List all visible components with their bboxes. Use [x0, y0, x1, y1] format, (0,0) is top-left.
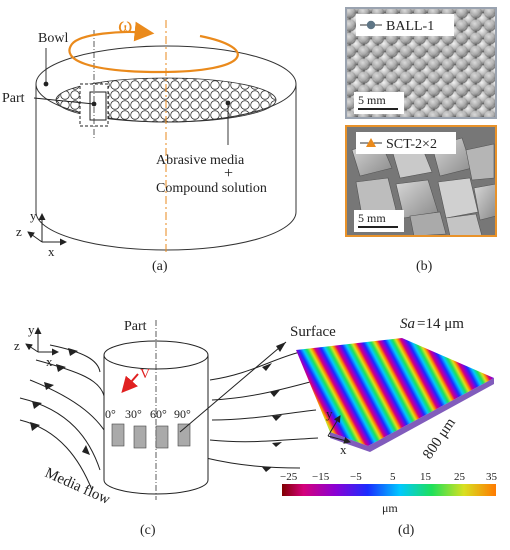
panel-a-bowl-diagram: ω Bowl Part Abrasive media + Compound so… — [2, 12, 297, 274]
angle-label-0: 0° — [105, 407, 116, 421]
sa-label: Sa — [400, 316, 415, 332]
colorbar-tick: 5 — [390, 471, 396, 483]
axis-x-label-c: x — [46, 354, 53, 369]
axes-a: y z x — [16, 208, 67, 259]
compound-label: Compound solution — [156, 181, 267, 196]
ball-legend-box — [356, 14, 454, 36]
colorbar-tick: −25 — [280, 471, 298, 483]
surface-leader — [179, 341, 287, 433]
bowl-label: Bowl — [38, 31, 68, 46]
colorbar-tick: 25 — [454, 471, 466, 483]
axis-y-label-c: y — [28, 322, 35, 337]
surface-label: Surface — [290, 324, 336, 340]
panel-b-media-photos: BALL-1 5 mm SCT-2×2 — [345, 7, 497, 274]
rotation-arrow — [68, 21, 239, 74]
part-shape — [89, 91, 107, 121]
caption-b: (b) — [416, 259, 433, 274]
plus-label: + — [224, 165, 233, 182]
colorbar-tick: 15 — [420, 471, 432, 483]
axes-c: y z x — [14, 322, 59, 369]
angle-label-60: 60° — [150, 407, 167, 421]
ball-photo-frame — [345, 7, 497, 119]
ball-legend-label: BALL-1 — [386, 19, 434, 34]
flow-arrowheads — [30, 348, 282, 472]
sct-legend-label: SCT-2×2 — [386, 137, 437, 152]
colorbar-tick: −15 — [312, 471, 330, 483]
bowl-leader-dot — [43, 81, 49, 87]
velocity-label: V — [140, 367, 150, 382]
sct-photo-frame — [345, 125, 497, 237]
axis-y-label-a: y — [30, 208, 37, 223]
colorbar-ticks: −25 −15 −5 5 15 25 35 — [280, 471, 498, 483]
colorbar-tick: 35 — [486, 471, 498, 483]
part-label: Part — [2, 91, 25, 106]
dimension-label: 800 μm — [420, 415, 459, 462]
panel-c-flow-diagram: 0° 30° 60° 90° V Part Media flow y z x (… — [14, 319, 319, 538]
ball-scale-label: 5 mm — [358, 93, 386, 107]
axis-y-label-d: y — [326, 406, 333, 421]
sample-patches — [111, 423, 191, 449]
axis-z-label-a: z — [16, 224, 22, 239]
ball-legend-marker — [366, 20, 376, 30]
colorbar-tick: −5 — [350, 471, 362, 483]
part-label-c: Part — [124, 319, 147, 334]
axis-x-label-a: x — [48, 244, 55, 259]
panel-d-surface-map: Surface Sa =14 μm y x 800 μm −25 −15 −5 … — [280, 316, 498, 538]
media-leader-dot — [225, 100, 231, 106]
axis-z-label-c: z — [14, 338, 20, 353]
axes-d: y x — [326, 406, 351, 457]
velocity-arrow — [121, 373, 139, 394]
sct-photo: SCT-2×2 5 mm — [345, 125, 497, 237]
angle-label-30: 30° — [125, 407, 142, 421]
surface-topography — [296, 338, 494, 446]
colorbar-unit: μm — [382, 501, 398, 515]
sct-legend-box — [356, 132, 456, 154]
sa-value: =14 μm — [417, 316, 464, 332]
caption-d: (d) — [398, 523, 415, 538]
angle-label-90: 90° — [174, 407, 191, 421]
sct-scale-label: 5 mm — [358, 211, 386, 225]
caption-a: (a) — [152, 259, 168, 274]
axis-x-label-d: x — [340, 442, 347, 457]
part-leader — [33, 97, 95, 105]
caption-c: (c) — [140, 523, 156, 538]
media-label: Abrasive media — [156, 153, 245, 168]
sct-legend-marker — [366, 138, 376, 147]
omega-label: ω — [118, 12, 132, 37]
part-leader-dot — [91, 101, 97, 107]
media-flow-label: Media flow — [42, 465, 112, 508]
colorbar — [282, 484, 496, 496]
ball-photo: BALL-1 5 mm — [345, 7, 497, 119]
